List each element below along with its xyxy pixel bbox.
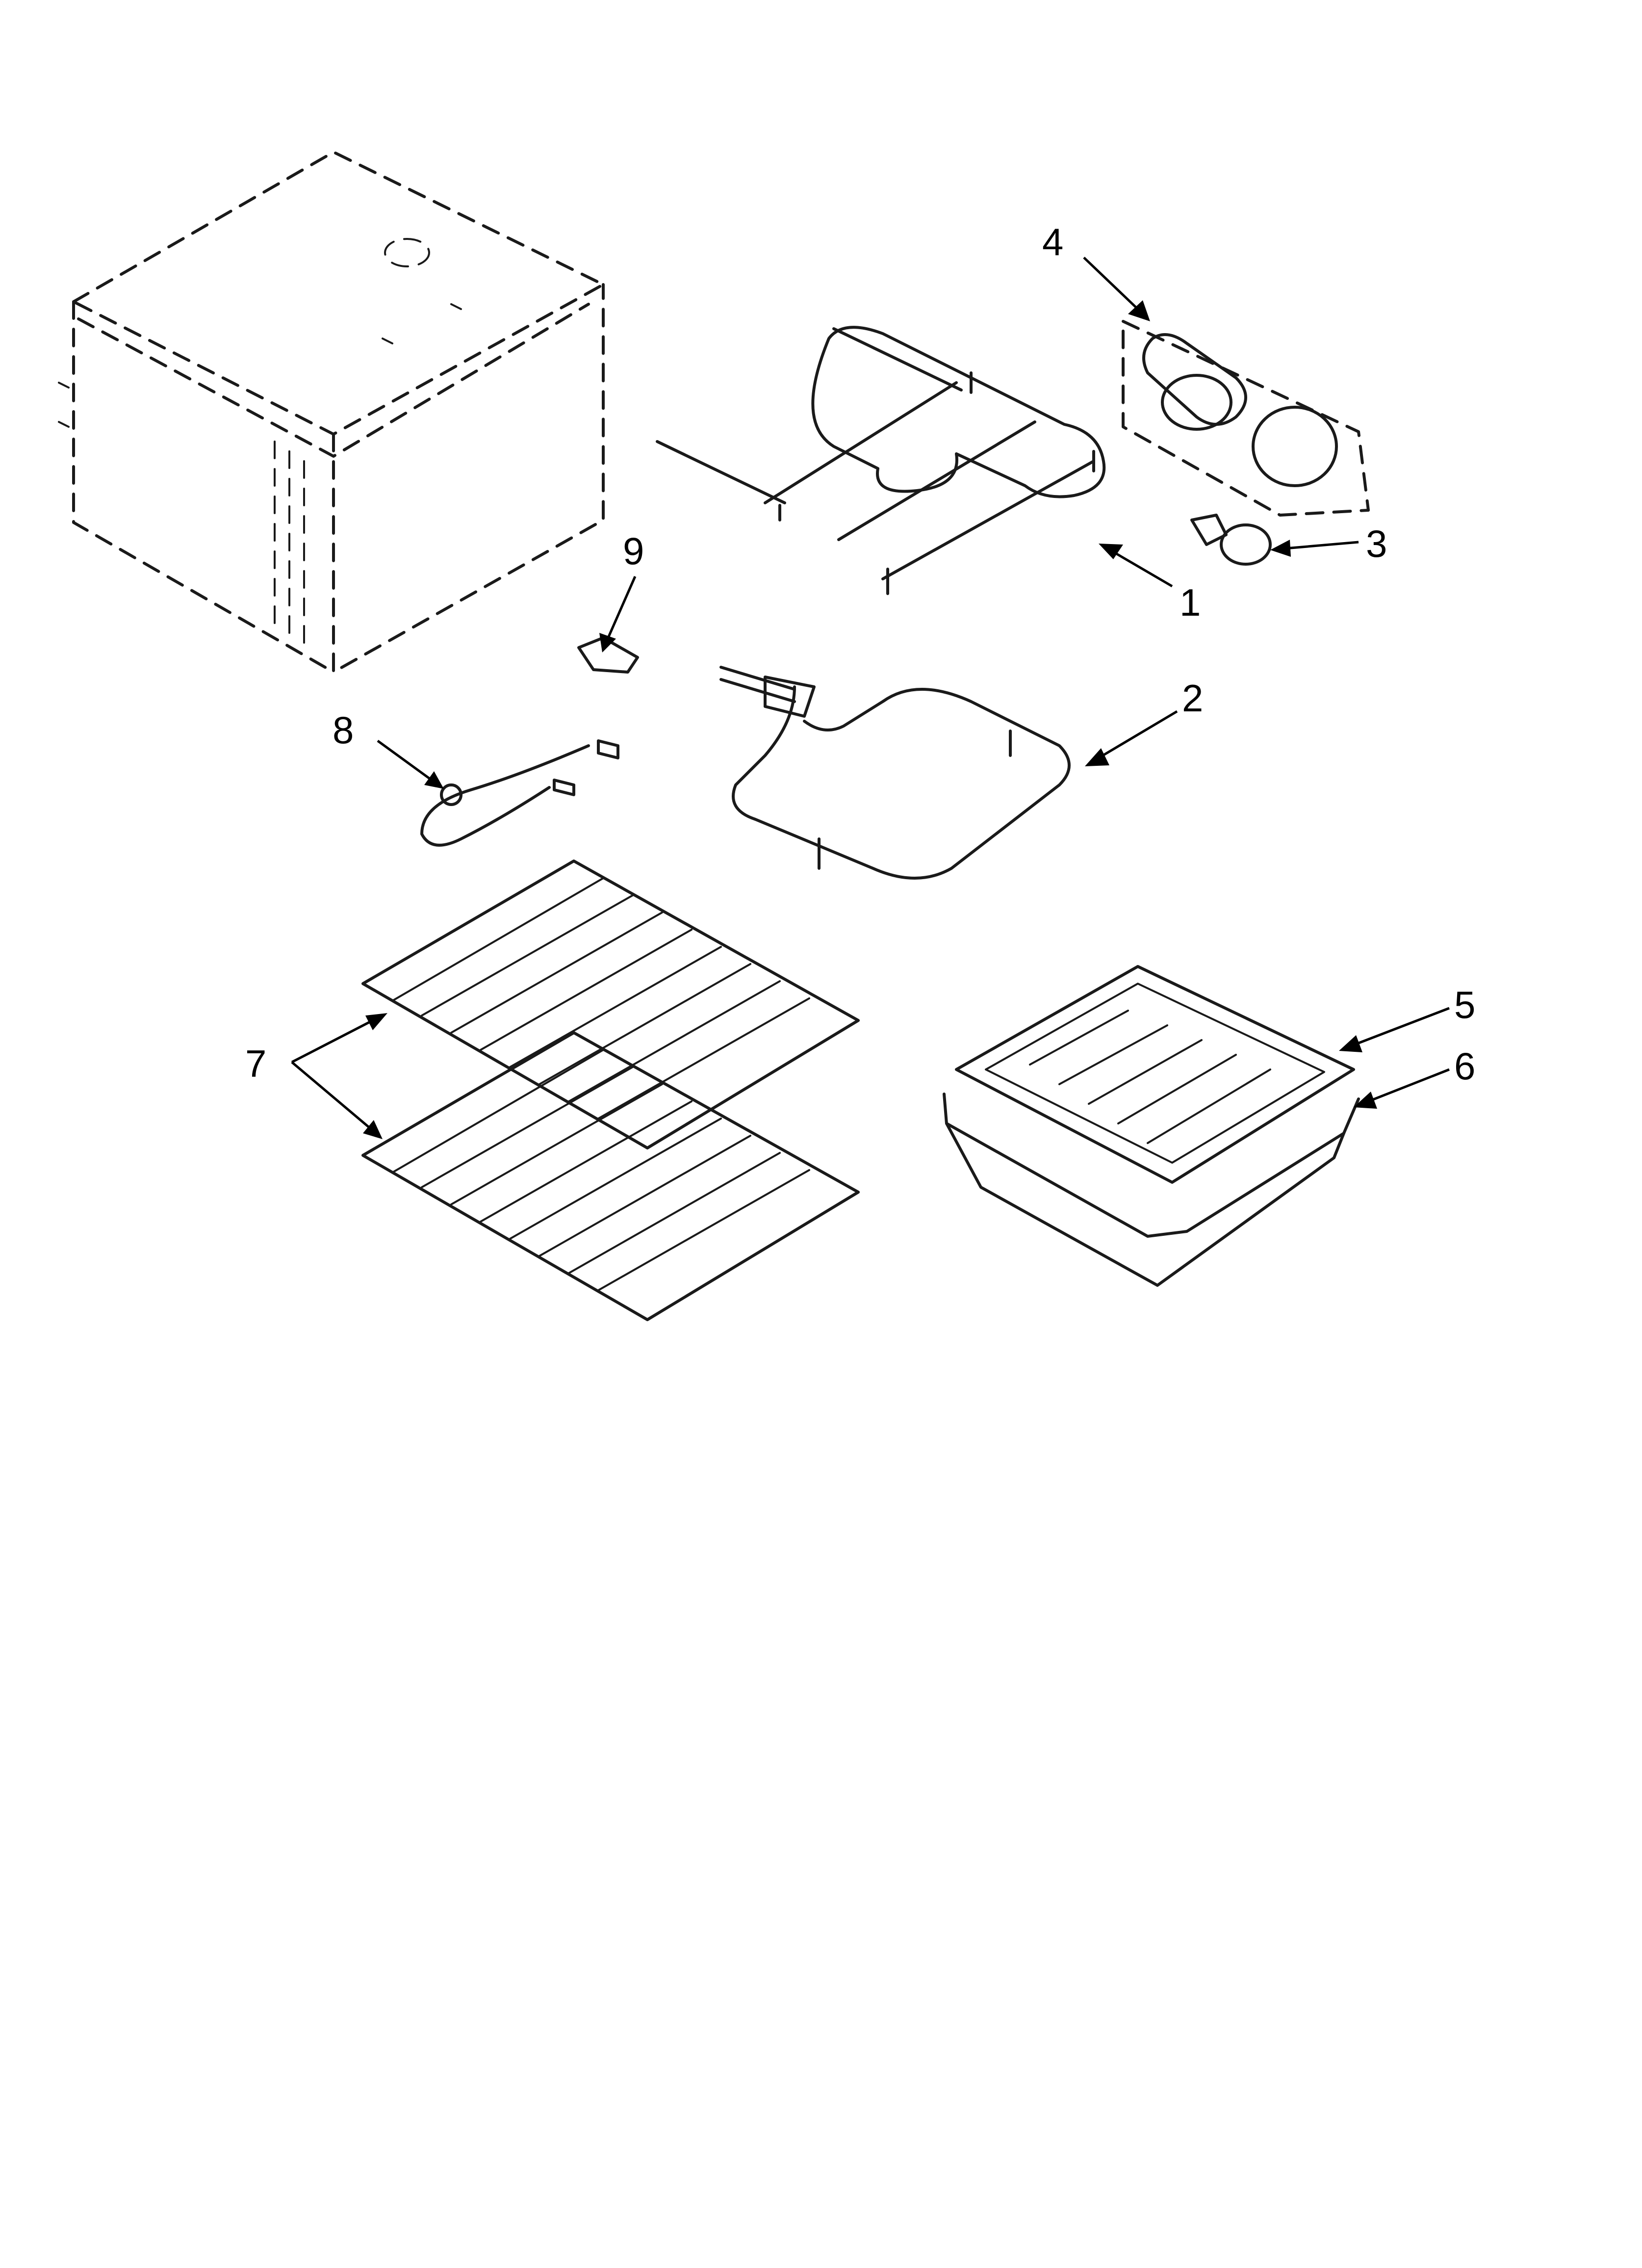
callout-label-9: 9	[623, 529, 644, 573]
callout-2: 2	[1085, 677, 1203, 766]
callout-4: 4	[1042, 220, 1150, 321]
clip	[577, 636, 639, 674]
light-socket-assembly	[1122, 320, 1370, 517]
callout-8: 8	[333, 708, 444, 789]
broiler-grid	[955, 965, 1355, 1184]
callout-1: 1	[1099, 544, 1201, 624]
light-bulb	[1190, 514, 1272, 566]
callout-7: 7	[245, 1013, 387, 1139]
callout-9: 9	[599, 529, 644, 652]
callout-label-7: 7	[245, 1042, 266, 1085]
oven-cavity-outline	[58, 151, 605, 674]
bake-element	[719, 666, 1071, 880]
callout-label-1: 1	[1180, 581, 1201, 624]
callout-label-8: 8	[333, 708, 354, 752]
callout-label-5: 5	[1454, 983, 1475, 1026]
callout-label-2: 2	[1182, 677, 1203, 720]
callout-label-6: 6	[1454, 1044, 1475, 1088]
callout-6: 6	[1354, 1044, 1475, 1109]
callout-5: 5	[1339, 983, 1475, 1052]
callout-label-4: 4	[1042, 220, 1063, 263]
callout-label-3: 3	[1366, 522, 1387, 565]
broil-element	[656, 326, 1106, 595]
oven-racks	[361, 860, 860, 1321]
temperature-sensor	[420, 739, 619, 847]
callout-3: 3	[1270, 522, 1387, 565]
broiler-pan	[943, 1093, 1360, 1287]
